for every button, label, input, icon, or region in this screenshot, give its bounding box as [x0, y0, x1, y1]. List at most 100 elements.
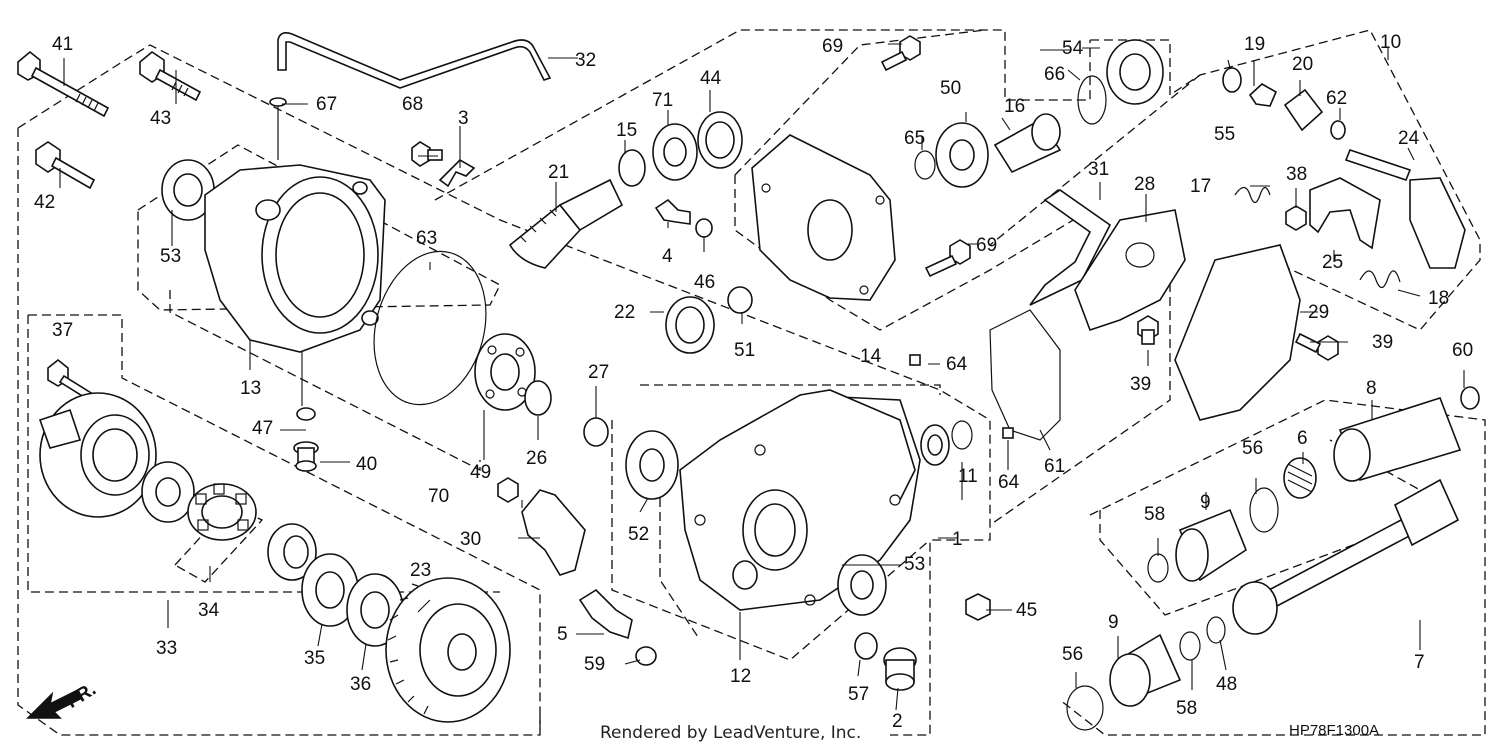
part-label: 27: [588, 362, 609, 383]
part-label: 48: [1216, 674, 1237, 695]
joint-9-upper-icon: [1175, 508, 1247, 582]
sensor-5-icon: [578, 588, 633, 640]
o-ring-59-icon: [635, 646, 657, 666]
seal-15-icon: [618, 149, 646, 187]
bolt-43-icon: [139, 51, 202, 102]
part-label: 46: [694, 272, 715, 293]
clip-67-icon: [269, 97, 287, 107]
part-label: 29: [1308, 302, 1329, 323]
part-label: 9: [1200, 492, 1211, 513]
side-gear-icon: [141, 461, 195, 523]
ring-56-upper-icon: [1249, 487, 1279, 533]
part-label: 34: [198, 600, 220, 621]
part-label: 21: [548, 162, 569, 183]
part-label: 55: [1214, 124, 1235, 145]
ring-57-icon: [854, 632, 878, 660]
pinion-gear-21-icon: [508, 178, 624, 269]
bolt-39-right-icon: [1294, 332, 1339, 361]
part-label: 10: [1380, 32, 1401, 53]
ring-48-icon: [1206, 616, 1226, 644]
part-label: 18: [1428, 288, 1449, 309]
part-label: 19: [1244, 34, 1265, 55]
part-label: 59: [584, 654, 605, 675]
part-label: 68: [402, 94, 423, 115]
part-label: 43: [150, 108, 171, 129]
part-label: 6: [1297, 428, 1308, 449]
bolt-42-icon: [35, 141, 96, 190]
part-label: 31: [1088, 159, 1109, 180]
part-label: 42: [34, 192, 55, 213]
bolt-69-mid-icon: [924, 239, 971, 278]
part-label: 28: [1134, 174, 1155, 195]
part-label: 40: [356, 454, 377, 475]
part-label: 37: [52, 320, 73, 341]
part-label: 69: [976, 235, 997, 256]
front-direction-arrow-icon: [26, 688, 84, 719]
part-label: 51: [734, 340, 755, 361]
cover-29-icon: [1174, 244, 1301, 421]
plug-2-icon: [883, 647, 917, 691]
breather-tube-32-icon: [277, 32, 552, 89]
front-direction-label: FR.: [63, 679, 100, 713]
part-label: 30: [460, 529, 481, 550]
part-label: 35: [304, 648, 325, 669]
bracket-30-icon: [521, 489, 586, 576]
part-label: 69: [822, 36, 843, 57]
bolt-38-icon: [1285, 205, 1307, 231]
part-label: 16: [1004, 96, 1025, 117]
part-label: 50: [940, 78, 961, 99]
seal-27-icon: [583, 417, 609, 447]
part-label: 39: [1372, 332, 1393, 353]
bearing-49-icon: [474, 333, 536, 411]
fork-25-icon: [1309, 177, 1381, 250]
drive-shaft-7-icon: [1232, 478, 1460, 635]
part-label: 1: [952, 529, 963, 550]
part-label: 45: [1016, 600, 1037, 621]
part-label: 64: [946, 354, 968, 375]
part-label: 53: [160, 246, 181, 267]
joint-9-lower-icon: [1109, 633, 1182, 707]
part-label: 39: [1130, 374, 1151, 395]
part-label: 64: [998, 472, 1020, 493]
part-label: 23: [410, 560, 431, 581]
spring-17-icon: [1234, 186, 1271, 204]
differential-case-33-icon: [38, 392, 157, 518]
shim-35-icon: [301, 553, 359, 627]
part-label: 33: [156, 638, 177, 659]
part-label: 36: [350, 674, 371, 695]
cam-ring-34-icon: [187, 483, 257, 541]
ring-58-upper-icon: [1147, 553, 1169, 583]
part-label: 13: [240, 378, 261, 399]
part-label: 60: [1452, 340, 1473, 361]
bolt-41-icon: [17, 50, 110, 118]
part-label: 62: [1326, 88, 1347, 109]
part-label: 38: [1286, 164, 1307, 185]
part-shapes: [17, 32, 1480, 731]
spring-18-icon: [1359, 270, 1401, 289]
gear-hub-icon: [267, 523, 317, 581]
bolt-69-top-icon: [880, 35, 921, 72]
ring-58-lower-icon: [1179, 631, 1201, 661]
pin-64-bottom-icon: [1002, 427, 1014, 439]
part-label: 41: [52, 34, 73, 55]
assembly-outlines: [17, 29, 1486, 736]
ring-56-lower-icon: [1066, 685, 1104, 731]
cover-14-icon: [751, 134, 896, 301]
seal-11-icon: [920, 420, 973, 466]
bracket-31-icon: [1029, 189, 1112, 306]
washer-60-icon: [1460, 386, 1480, 410]
part-label: 63: [416, 228, 437, 249]
gasket-61-icon: [989, 309, 1061, 441]
spring-19-icon: [1248, 83, 1278, 107]
spring-6-icon: [1283, 457, 1317, 499]
diagram-code: HP78F1300A: [1289, 722, 1379, 739]
washer-55-icon: [1222, 67, 1242, 93]
circlip-66-icon: [1077, 75, 1107, 125]
part-label: 52: [628, 524, 649, 545]
part-label: 9: [1108, 612, 1119, 633]
washer-47-icon: [296, 407, 316, 421]
part-label: 49: [470, 462, 491, 483]
seal-22-icon: [665, 296, 715, 354]
plate-28-icon: [1074, 209, 1186, 332]
part-label: 17: [1190, 176, 1211, 197]
